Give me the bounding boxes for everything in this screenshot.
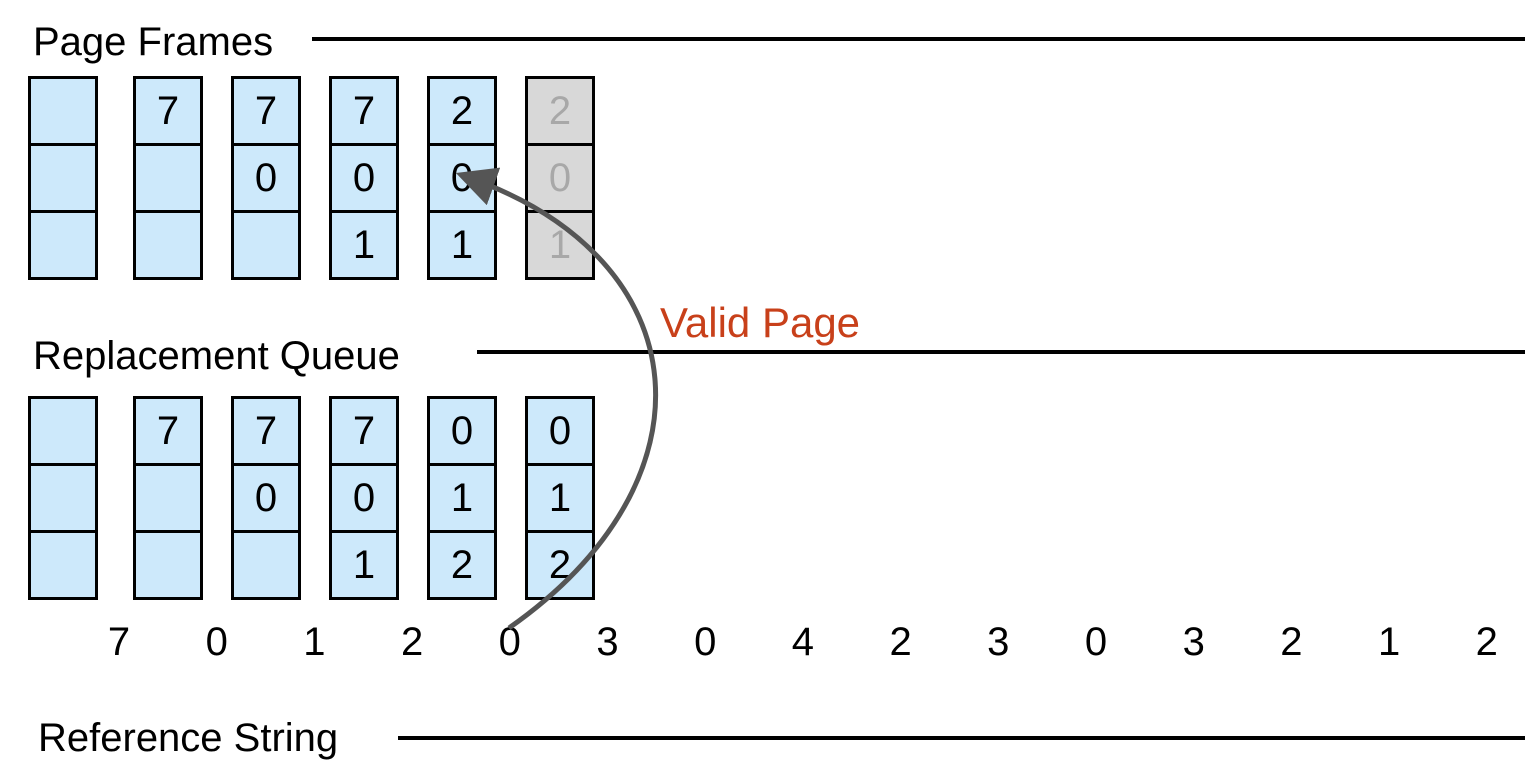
reference-string-rule	[398, 736, 1525, 740]
queue-cell: 0	[548, 409, 572, 453]
page-frame-cell: 0	[528, 143, 592, 210]
page-frame-cell	[31, 143, 95, 210]
reference-item: 2	[1280, 620, 1303, 664]
page-frame-column-2: 7	[133, 76, 203, 280]
arrow-path	[455, 167, 658, 631]
page-frame-cell: 1	[430, 210, 494, 277]
reference-item: 2	[400, 620, 424, 664]
queue-cell: 2	[528, 530, 592, 597]
replacement-queue-label: Replacement Queue	[33, 334, 400, 378]
page-frame-cell: 1	[332, 210, 396, 277]
reference-item: 3	[596, 620, 619, 664]
replacement-queue-rule	[477, 350, 1525, 354]
page-frame-cell: 7	[156, 89, 180, 133]
reference-item: 1	[1377, 620, 1401, 664]
queue-column-1	[28, 396, 98, 600]
reference-item: 1	[303, 620, 326, 664]
reference-item: 4	[791, 620, 815, 664]
queue-cell	[31, 530, 95, 597]
queue-cell: 2	[430, 530, 494, 597]
page-frame-cell	[31, 210, 95, 277]
page-frame-cell: 7	[352, 89, 376, 133]
page-frame-cell: 0	[332, 143, 396, 210]
page-frame-cell: 7	[254, 89, 278, 133]
queue-cell: 7	[352, 409, 376, 453]
page-frame-cell: 2	[548, 89, 572, 133]
queue-cell: 1	[332, 530, 396, 597]
page-frame-cell: 0	[234, 143, 298, 210]
reference-item: 7	[107, 620, 131, 664]
reference-item: 0	[1084, 620, 1108, 664]
queue-cell	[136, 463, 200, 530]
reference-item: 0	[205, 620, 228, 664]
queue-cell	[234, 530, 298, 597]
page-frame-cell: 1	[528, 210, 592, 277]
reference-string-label: Reference String	[38, 716, 339, 760]
page-frames-rule	[312, 37, 1525, 41]
page-frame-cell: 2	[450, 89, 474, 133]
page-frame-column-1	[28, 76, 98, 280]
queue-column-2: 7	[133, 396, 203, 600]
queue-cell	[136, 530, 200, 597]
queue-cell: 0	[450, 409, 474, 453]
queue-cell: 1	[528, 463, 592, 530]
reference-item: 0	[694, 620, 717, 664]
reference-item: 3	[1182, 620, 1205, 664]
reference-item: 2	[1475, 620, 1498, 664]
queue-cell: 0	[234, 463, 298, 530]
queue-cell: 7	[156, 409, 180, 453]
page-frame-cell	[234, 210, 298, 277]
queue-cell: 7	[254, 409, 278, 453]
reference-item: 3	[987, 620, 1010, 664]
queue-cell	[31, 463, 95, 530]
valid-page-annotation: Valid Page	[660, 299, 861, 346]
page-frame-cell	[136, 210, 200, 277]
queue-cell: 1	[430, 463, 494, 530]
reference-item: 0	[498, 620, 521, 664]
page-frame-cell	[136, 143, 200, 210]
reference-item: 2	[889, 620, 912, 664]
queue-cell: 0	[332, 463, 396, 530]
page-frames-label: Page Frames	[33, 20, 274, 64]
